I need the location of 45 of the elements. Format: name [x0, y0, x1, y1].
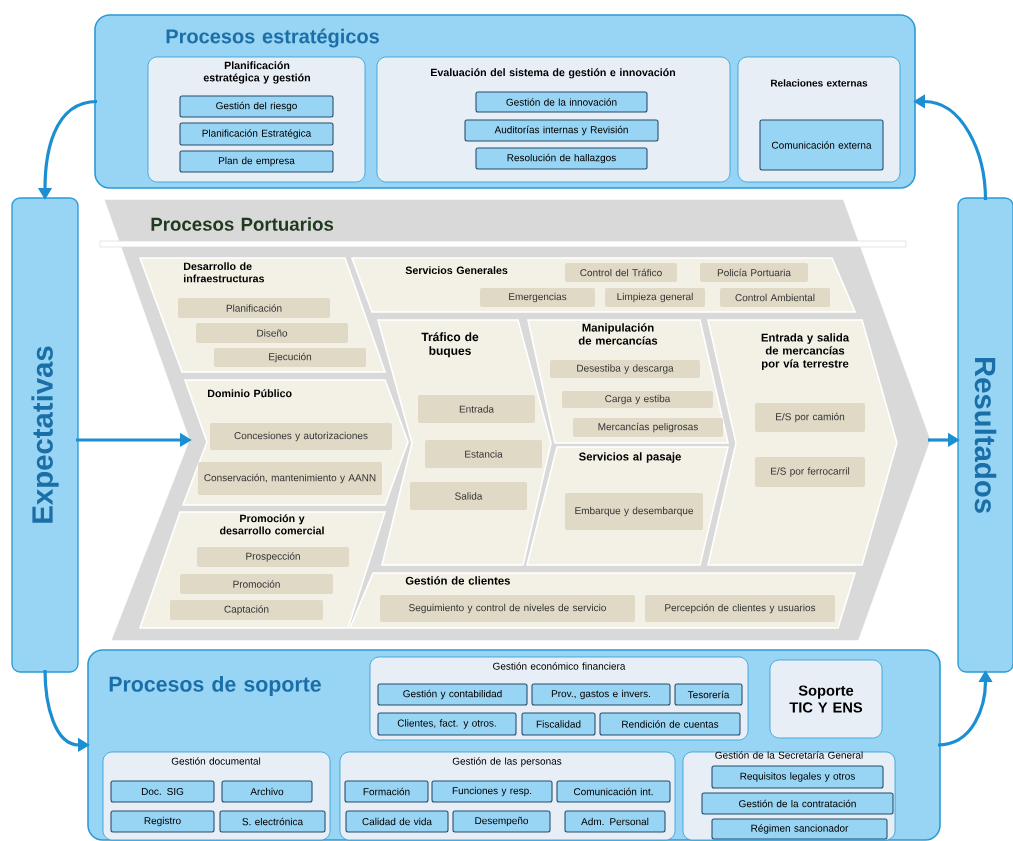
activity-box: Desestiba y descarga — [550, 360, 700, 378]
process-box: Rendición de cuentas — [599, 712, 741, 736]
activity-box: Embarque y desembarque — [565, 493, 703, 530]
process-box: S. electrónica — [219, 810, 326, 833]
process-box: Funciones y resp. — [431, 780, 553, 803]
process-box: Fiscalidad — [521, 712, 596, 736]
process-box: Archivo — [221, 780, 313, 803]
process-box: Régimen sancionador — [711, 818, 888, 840]
process-box: Plan de empresa — [179, 150, 334, 173]
side-bar: Resultados — [957, 197, 1013, 673]
process-box: Doc. SIG — [110, 780, 215, 803]
process-box: Auditorías internas y Revisión — [464, 119, 659, 142]
activity-box: Salida — [410, 482, 527, 510]
process-box: Clientes, fact. y otros. — [377, 712, 517, 736]
activity-box: Diseño — [196, 323, 348, 343]
process-box: Formación — [344, 780, 429, 803]
activity-box: Planificación — [178, 298, 330, 318]
process-box: Prov., gastos e invers. — [531, 683, 671, 706]
process-box: Tesorería — [674, 683, 743, 706]
activity-box: Prospección — [197, 547, 349, 567]
process-box: Resolución de hallazgos — [475, 147, 648, 170]
process-box: Planificación Estratégica — [179, 122, 334, 146]
process-box: Gestión de la innovación — [475, 91, 648, 113]
process-box: Adm. Personal — [564, 810, 666, 833]
activity-box: Percepción de clientes y usuarios — [645, 595, 835, 622]
activity-box: E/S por camión — [755, 403, 865, 432]
process-box: Comunicación int. — [556, 780, 671, 803]
process-box: Registro — [110, 810, 215, 833]
process-box: Desempeño — [452, 810, 551, 833]
activity-box: Promoción — [180, 574, 333, 594]
process-box: Gestión del riesgo — [179, 95, 334, 118]
process-box: Comunicación externa — [759, 119, 884, 171]
activity-box: Entrada — [418, 395, 535, 423]
process-box: Requisitos legales y otros — [711, 765, 884, 789]
process-box: Gestión de la contratación — [701, 792, 894, 815]
activity-box: Seguimiento y control de niveles de servicio — [380, 595, 635, 622]
activity-box: E/S por ferrocarril — [755, 457, 865, 487]
process-box: Calidad de vida — [345, 810, 449, 833]
process-box: Gestión y contabilidad — [377, 683, 528, 706]
activity-box: Estancia — [425, 440, 542, 468]
activity-box: Captación — [170, 600, 323, 620]
group-panel: Soporte TIC Y ENS — [769, 659, 883, 739]
side-bar: Expectativas — [11, 197, 79, 673]
activity-box: Conservación, mantenimiento y AANN — [198, 462, 382, 495]
activity-box: Concesiones y autorizaciones — [210, 423, 392, 450]
